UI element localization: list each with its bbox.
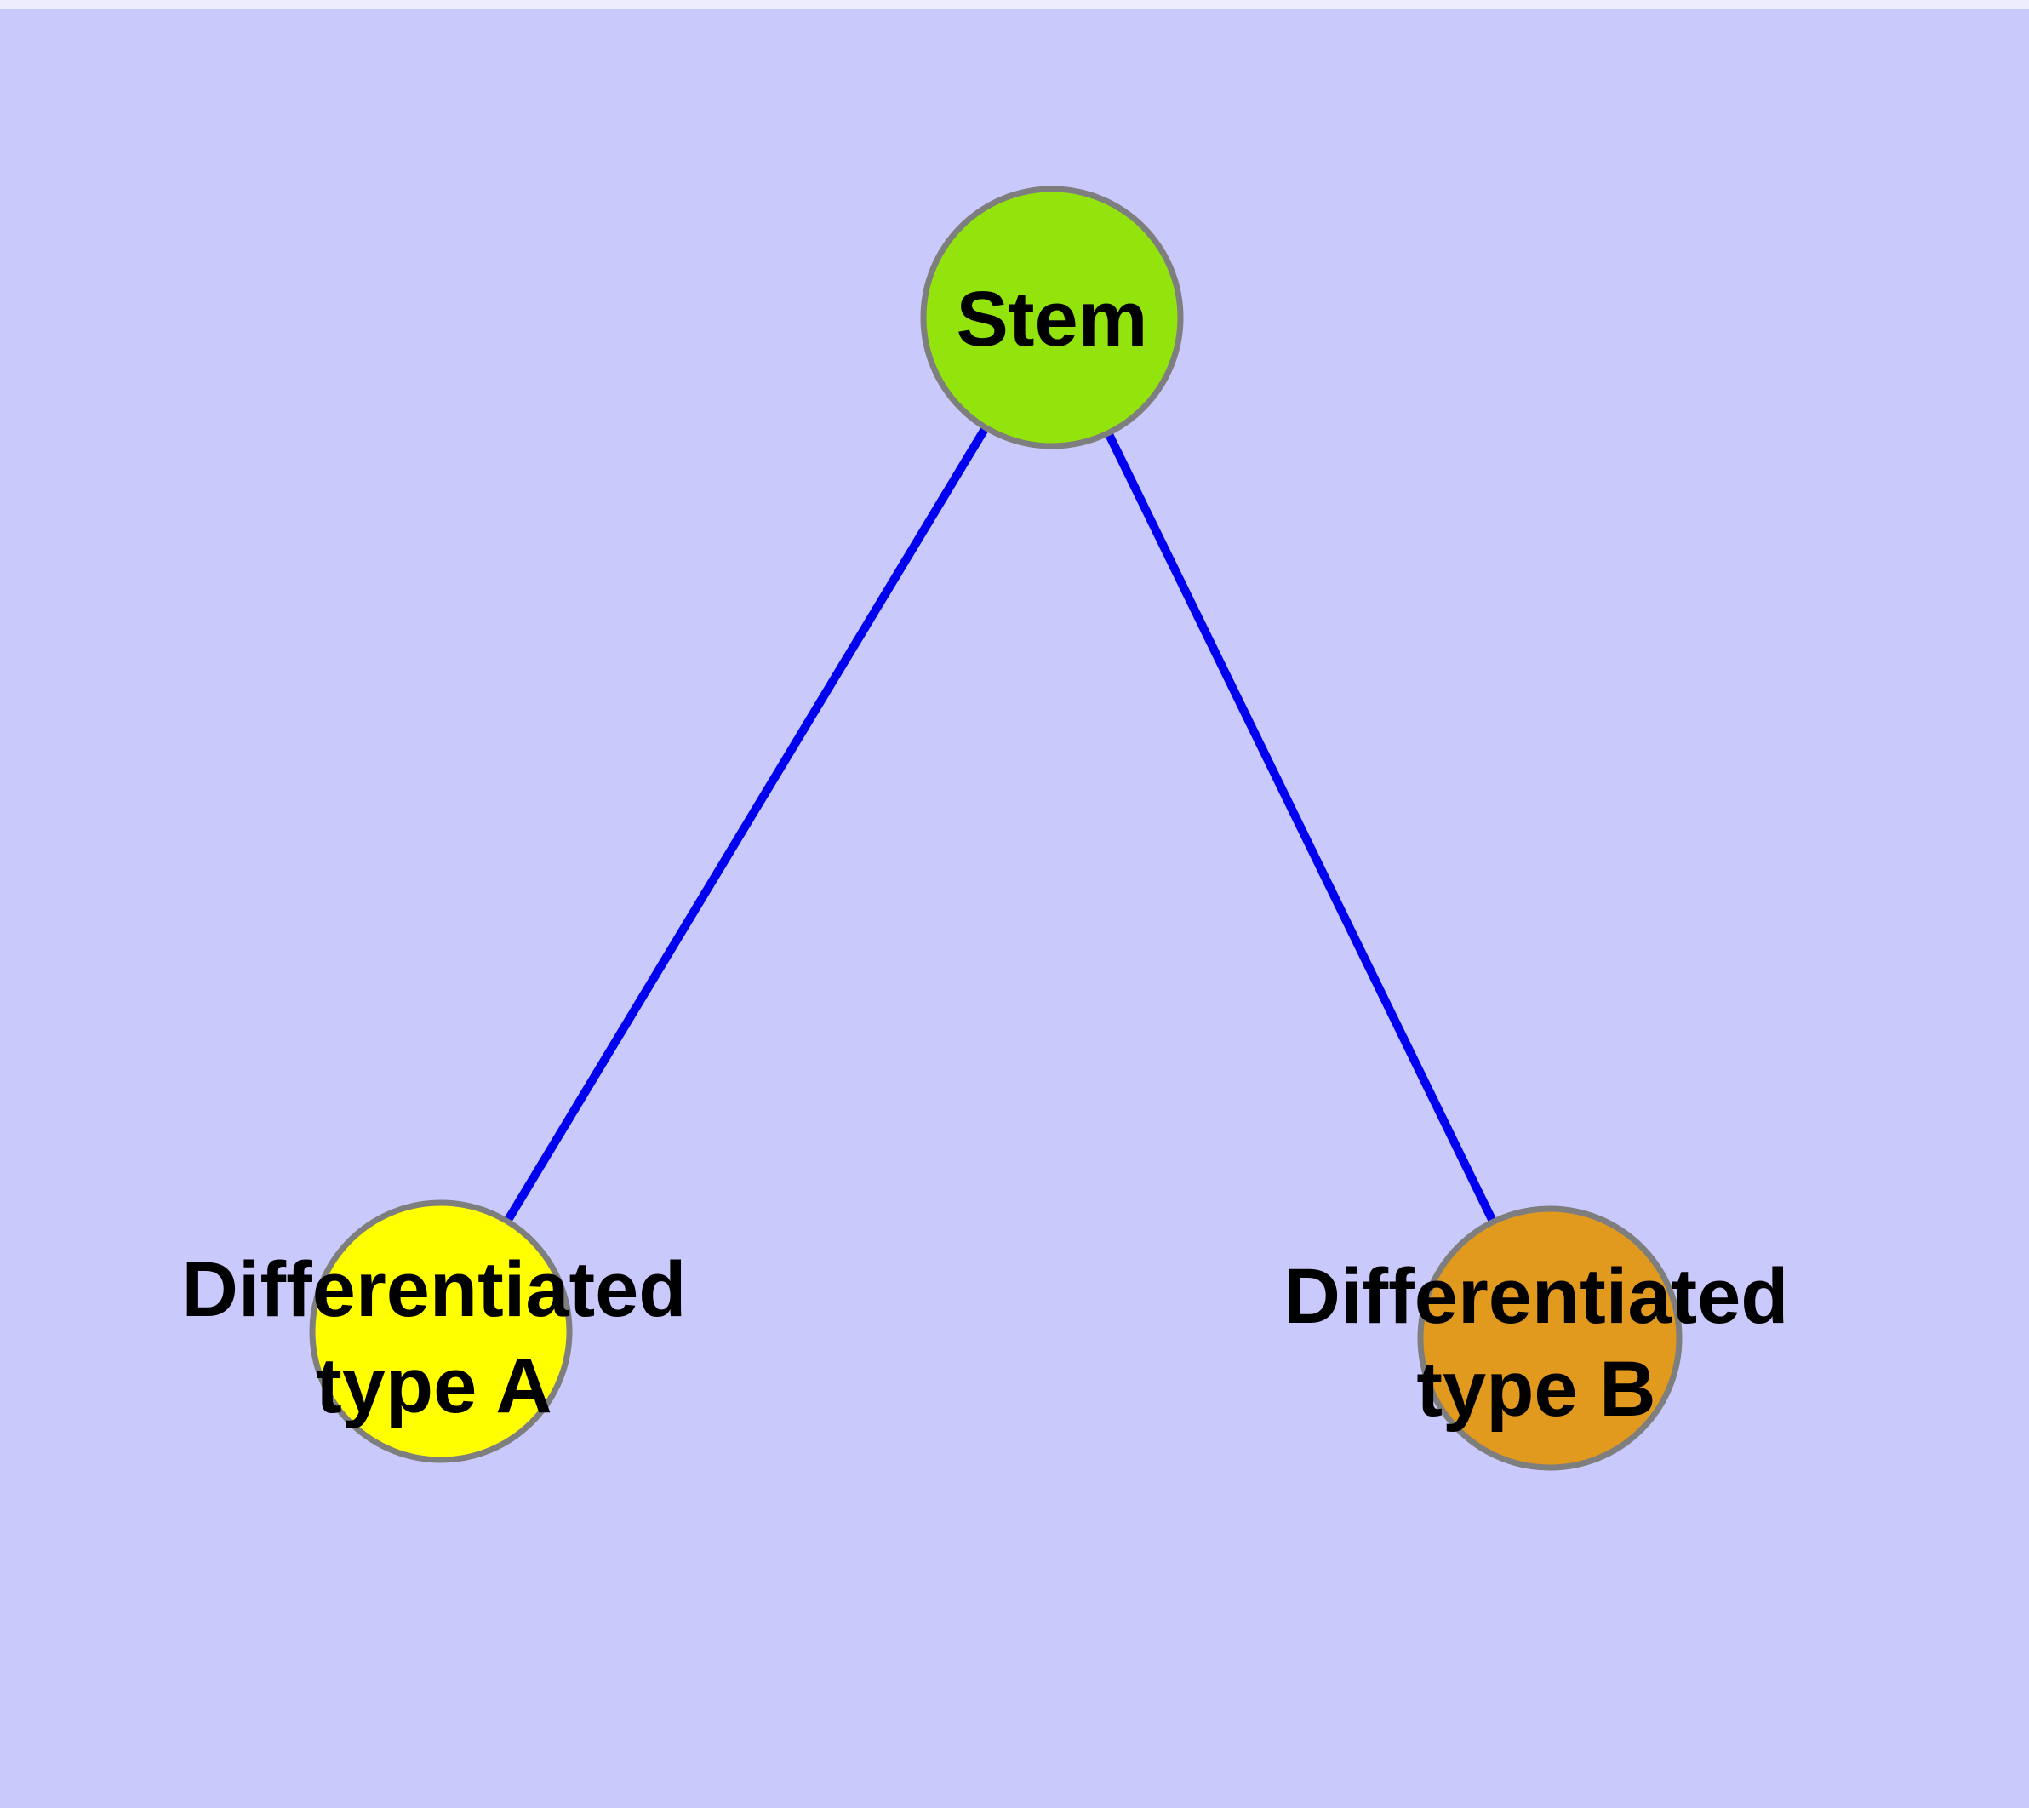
- node-stem: [920, 186, 1184, 449]
- node-label-type-b-line2: type B: [1416, 1346, 1655, 1433]
- node-differentiated-type-b: [1417, 1205, 1683, 1471]
- top-margin: [0, 0, 2029, 9]
- node-label-type-a-line1: Differentiated: [182, 1246, 687, 1333]
- node-label-type-a-line2: type A: [316, 1342, 552, 1429]
- node-label-stem: Stem: [957, 276, 1148, 363]
- node-differentiated-type-a: [309, 1199, 573, 1463]
- node-label-type-b-line1: Differentiated: [1284, 1253, 1789, 1340]
- edge-stem-to-type-b: [1048, 315, 1554, 1341]
- bottom-margin: [0, 1808, 2029, 1820]
- edge-stem-to-type-a: [437, 315, 1056, 1334]
